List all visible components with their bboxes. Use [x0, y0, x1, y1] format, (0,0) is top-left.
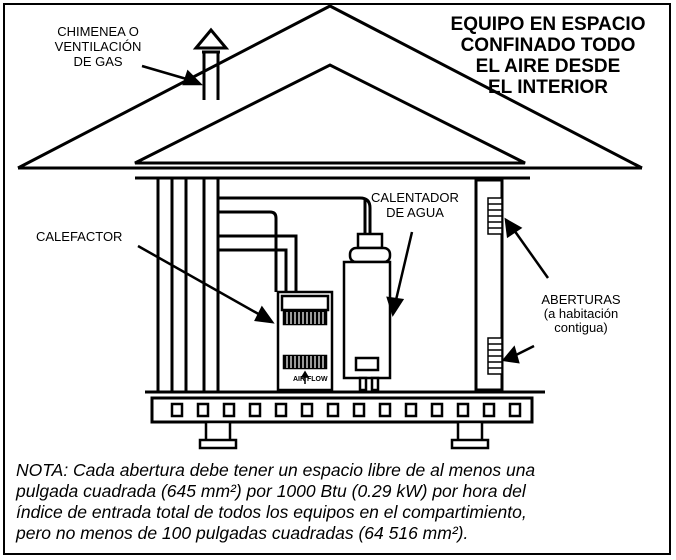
title-line: EL INTERIOR — [488, 77, 608, 98]
floor-joists — [170, 402, 522, 418]
chimney-vent — [192, 27, 230, 100]
roof-outer — [17, 4, 643, 170]
floor — [145, 390, 545, 424]
openings-label-line: ABERTURAS — [541, 292, 621, 307]
note-text: NOTA: Cada abertura debe tener un espaci… — [16, 460, 666, 544]
opening-upper — [487, 197, 503, 235]
water-heater-label-line: CALENTADOR — [371, 190, 459, 205]
title-line: EQUIPO EN ESPACIO — [450, 14, 646, 35]
title-line: EL AIRE DESDE — [475, 56, 621, 77]
chimney-label: CHIMENEA O VENTILACIÓN DE GAS — [28, 24, 168, 69]
foundation-piers — [198, 420, 490, 450]
water-heater-label: CALENTADOR DE AGUA — [360, 190, 470, 220]
air-flow-label: AIR FLOW — [293, 376, 328, 383]
chimney-label-line: DE GAS — [73, 54, 123, 69]
note-line: índice de entrada total de todos los equ… — [16, 502, 527, 522]
note-line: pulgada cuadrada (645 mm²) por 1000 Btu … — [16, 481, 526, 501]
openings-label: ABERTURAS (a habitación contigua) — [506, 293, 656, 335]
furnace-grille — [286, 312, 324, 368]
title-line: CONFINADO TODO — [460, 35, 636, 56]
water-heater — [342, 232, 392, 392]
openings-label-line: contigua) — [554, 320, 608, 335]
water-heater-label-line: DE AGUA — [386, 205, 444, 220]
openings-label-line: (a habitación — [543, 306, 619, 321]
label-arrows — [137, 64, 550, 364]
opening-lower — [487, 337, 503, 375]
vent-pipes — [218, 196, 372, 292]
diagram-title: EQUIPO EN ESPACIO CONFINADO TODO EL AIRE… — [430, 14, 666, 98]
chimney-label-line: VENTILACIÓN — [54, 39, 142, 54]
airflow-arrow — [300, 370, 310, 384]
note-line: NOTA: Cada abertura debe tener un espaci… — [16, 460, 536, 480]
roof-inner — [134, 63, 526, 165]
furnace — [276, 290, 334, 392]
diagram-frame — [3, 3, 671, 555]
note-line: pero no menos de 100 pulgadas cuadradas … — [16, 523, 469, 543]
left-wall — [156, 178, 220, 392]
furnace-label: CALEFACTOR — [36, 229, 123, 244]
chimney-label-line: CHIMENEA O — [57, 24, 139, 39]
